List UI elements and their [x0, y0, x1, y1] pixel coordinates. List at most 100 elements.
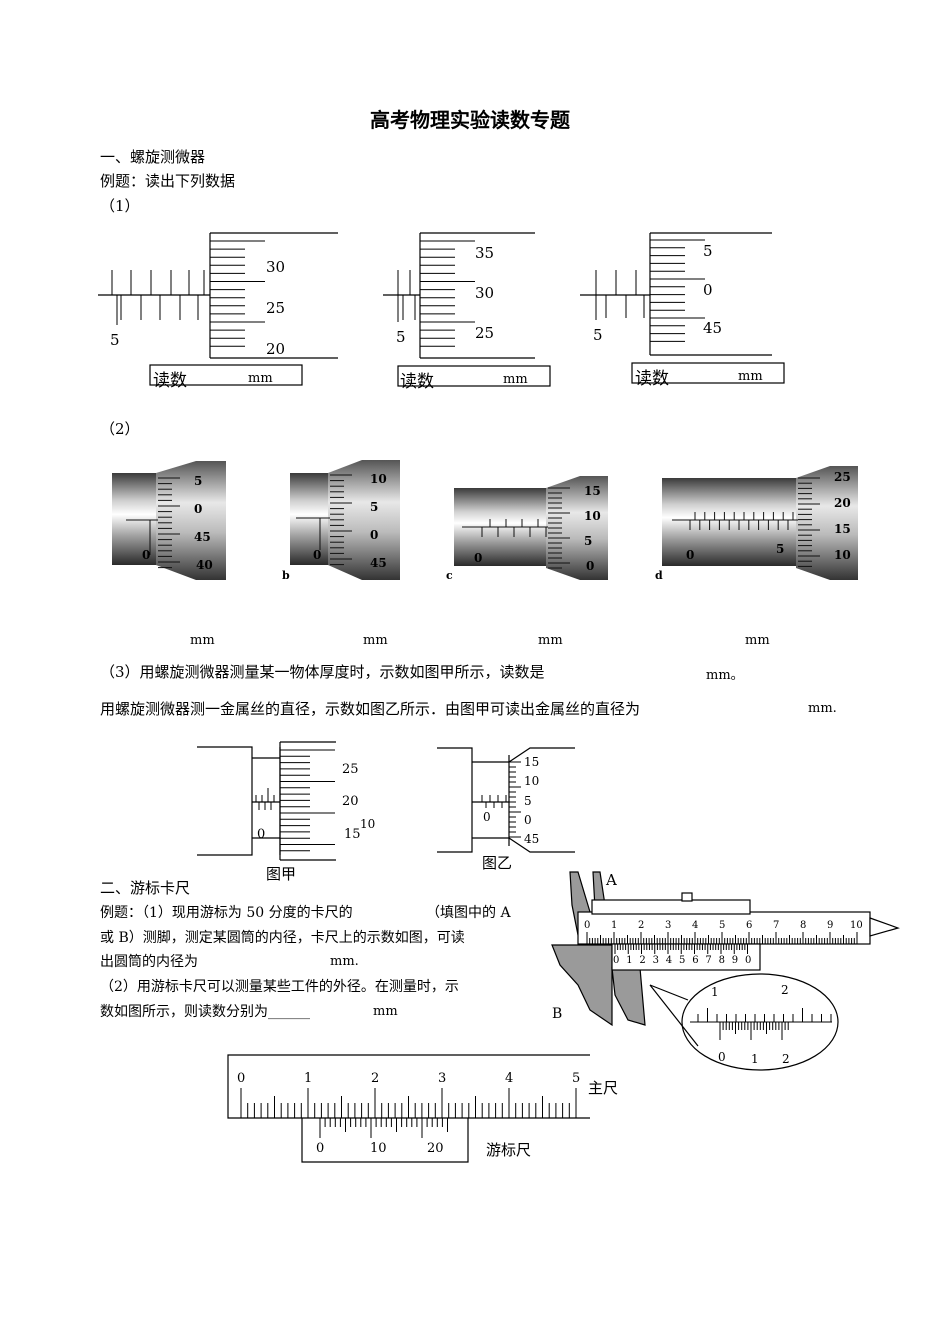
fig-b-main-number: 0 — [313, 548, 322, 562]
fig1-thimble-number: 25 — [266, 299, 286, 317]
fig-c-thimble-number: 0 — [586, 559, 595, 573]
fig-a-thimble-number: 5 — [194, 474, 203, 488]
fig2-unit: mm — [503, 372, 528, 387]
caliper-label-a: A — [606, 871, 617, 889]
caliper-main-number: 7 — [773, 920, 780, 931]
caliper-vernier-number: 2 — [639, 955, 646, 966]
fig2-read-label: 读数 — [400, 372, 434, 392]
ex1-line1b: （填图中的 A — [426, 905, 511, 921]
caliper-main-number: 8 — [800, 920, 807, 931]
ex2-line2: 数如图所示，则读数分别为______ — [100, 1004, 310, 1020]
main-scale-number: 0 — [237, 1071, 246, 1086]
caliper-main-number: 10 — [850, 920, 863, 931]
section1-heading: 一、螺旋测微器 — [100, 148, 206, 166]
fig1-main-number: 5 — [110, 331, 120, 349]
fig-a-thimble-number: 40 — [196, 558, 213, 572]
fig-b-thimble-number: 5 — [370, 500, 379, 514]
zoom-vernier-number: 2 — [782, 1052, 790, 1066]
jia-thimble-number: 15 — [344, 827, 361, 842]
main-scale-number: 5 — [572, 1071, 581, 1086]
yi-main-number: 0 — [483, 810, 491, 824]
yi-thimble-number: 0 — [524, 813, 532, 827]
fig-a-thimble-number: 45 — [194, 530, 211, 544]
fig-c-thimble-number: 5 — [584, 534, 593, 548]
ex2-unit: mm — [373, 1004, 398, 1019]
main-scale-number: 3 — [438, 1071, 447, 1086]
fig-d-main-number: 5 — [776, 542, 785, 556]
zoom-vernier-number: 1 — [751, 1052, 759, 1066]
main-scale-number: 1 — [304, 1071, 313, 1086]
yi-thimble-number: 5 — [524, 794, 532, 808]
fig2-thimble-number: 30 — [475, 284, 495, 302]
fig-d-thimble-number: 10 — [834, 548, 851, 562]
yi-caption: 图乙 — [482, 854, 513, 872]
ex1-line3: 出圆筒的内径为 — [100, 954, 198, 970]
main-scale-number: 4 — [505, 1071, 514, 1086]
caliper-vernier-number: 9 — [731, 955, 739, 966]
zoom-main-number: 2 — [781, 983, 789, 997]
caliper-main-number: 6 — [746, 920, 753, 931]
caliper-label-b: B — [552, 1006, 563, 1022]
question3b-unit: mm. — [808, 701, 837, 716]
fig-d-thimble-number: 25 — [834, 470, 851, 484]
answer-unit-c: mm — [538, 633, 563, 648]
fig1-read-label: 读数 — [153, 371, 187, 391]
fig3-thimble-number: 5 — [703, 242, 713, 260]
fig-d-thimble-number: 20 — [834, 496, 851, 510]
caliper-vernier-number: 6 — [692, 955, 699, 966]
jia-thimble-number: 20 — [342, 794, 359, 809]
page-title: 高考物理实验读数专题 — [370, 108, 570, 132]
fig3-thimble-number: 0 — [703, 281, 713, 299]
part2-label: （2） — [100, 420, 140, 438]
caliper-main-number: 4 — [692, 920, 699, 931]
jia-caption: 图甲 — [266, 865, 297, 883]
section2-heading: 二、游标卡尺 — [100, 879, 191, 897]
ex1-line1a: 例题：（1）现用游标为 50 分度的卡尺的 — [100, 905, 353, 921]
part1-label: （1） — [100, 197, 140, 215]
jia-extra-number: 10 — [360, 817, 376, 831]
fig-b-letter: b — [282, 569, 290, 582]
caliper-vernier-number: 8 — [718, 955, 725, 966]
fig2-thimble-number: 35 — [475, 244, 495, 262]
fig-b-thimble-number: 45 — [370, 556, 387, 570]
caliper-main-number: 5 — [719, 920, 726, 931]
fig-b-thimble-number: 0 — [370, 528, 379, 542]
jia-main-number: 0 — [257, 827, 266, 842]
fig-a-thimble-number: 0 — [194, 502, 203, 516]
fig3-read-label: 读数 — [635, 369, 669, 389]
caliper-vernier-number: 0 — [613, 955, 620, 966]
caliper-main-number: 9 — [827, 920, 834, 931]
fig-d-main-number: 0 — [686, 548, 695, 562]
fig1-thimble-number: 20 — [266, 340, 286, 358]
caliper-vernier-number: 5 — [679, 955, 686, 966]
answer-unit-d: mm — [745, 633, 770, 648]
caliper-main-number: 0 — [584, 920, 591, 931]
fig1-unit: mm — [248, 371, 273, 386]
jia-thimble-number: 25 — [342, 762, 359, 777]
answer-unit-b: mm — [363, 633, 388, 648]
fig3-thimble-number: 45 — [703, 319, 723, 337]
fig3-unit: mm — [738, 369, 763, 384]
caliper-main-number: 1 — [611, 920, 618, 931]
vernier-number: 10 — [370, 1141, 387, 1156]
zoom-main-number: 1 — [711, 985, 719, 999]
vernier-number: 20 — [427, 1141, 444, 1156]
question3-text: （3）用螺旋测微器测量某一物体厚度时，示数如图甲所示，读数是 — [100, 663, 545, 681]
caliper-vernier-number: 4 — [665, 955, 673, 966]
caliper-vernier-number: 7 — [705, 955, 712, 966]
yi-thimble-number: 10 — [524, 774, 540, 788]
fig-c-thimble-number: 15 — [584, 484, 601, 498]
fig3-main-number: 5 — [593, 326, 603, 344]
caliper-vernier-number: 0 — [745, 955, 752, 966]
main-scale-number: 2 — [371, 1071, 380, 1086]
caliper-main-number: 3 — [665, 920, 672, 931]
caliper-main-number: 2 — [638, 920, 645, 931]
fig2-thimble-number: 25 — [475, 324, 495, 342]
caliper-vernier-number: 3 — [652, 955, 659, 966]
fig-c-main-number: 0 — [474, 551, 483, 565]
section1-example: 例题：读出下列数据 — [100, 172, 236, 190]
question3-unit: mm。 — [706, 668, 744, 683]
fig1-thimble-number: 30 — [266, 258, 286, 276]
fig2-main-number: 5 — [396, 328, 406, 346]
